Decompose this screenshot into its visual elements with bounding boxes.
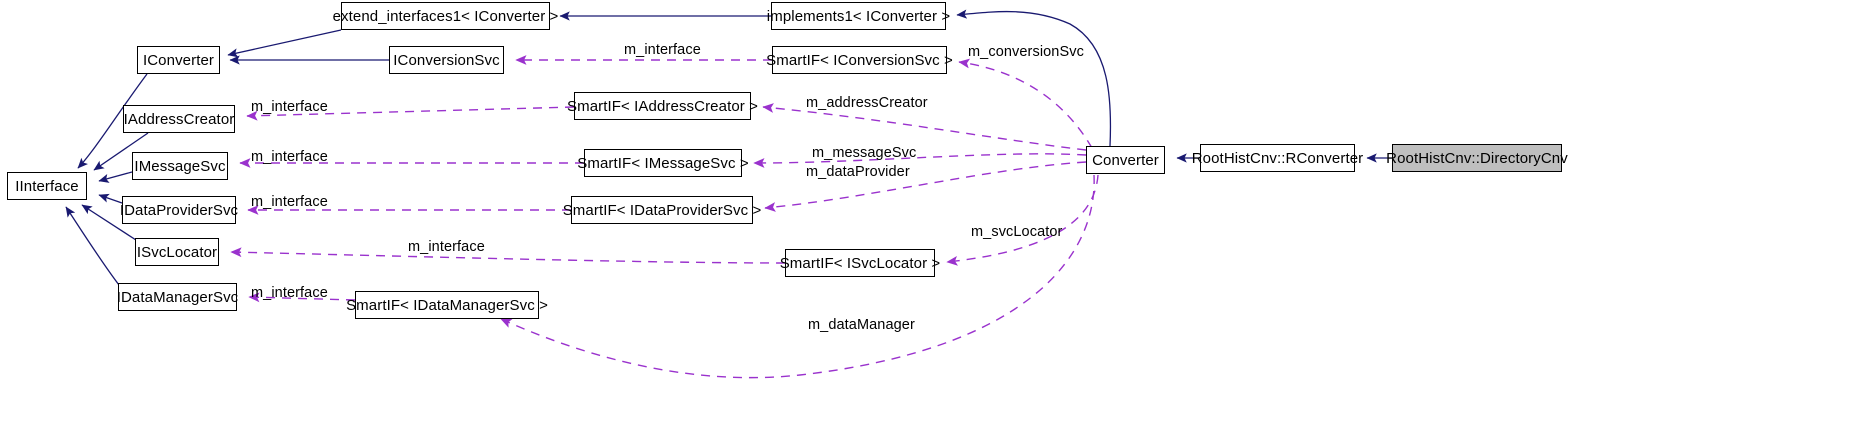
edge-converter-to-smartif-iconversionsvc <box>958 58 1093 149</box>
node-smartif-imessagesvc[interactable]: SmartIF< IMessageSvc > <box>577 149 749 177</box>
edge-label-m-addresscreator: m_addressCreator <box>806 95 928 111</box>
edge-label-m-conversionsvc: m_conversionSvc <box>968 44 1084 60</box>
node-isvclocator[interactable]: ISvcLocator <box>135 238 219 266</box>
edge-label-m-interface-idatamanagersvc: m_interface <box>251 285 328 301</box>
node-roothistcnv-rconverter[interactable]: RootHistCnv::RConverter <box>1192 144 1363 172</box>
node-smartif-isvclocator[interactable]: SmartIF< ISvcLocator > <box>780 249 940 277</box>
edge-converter-to-implements1 <box>956 9 1112 147</box>
edge-idataprovidersvc-to-iinterface <box>98 193 123 204</box>
edge-label-m-interface-imessagesvc: m_interface <box>251 149 328 165</box>
node-smartif-idataprovidersvc[interactable]: SmartIF< IDataProviderSvc > <box>563 196 761 224</box>
node-iconverter[interactable]: IConverter <box>137 46 220 74</box>
node-smartif-iconversionsvc[interactable]: SmartIF< IConversionSvc > <box>766 46 953 74</box>
node-idataprovidersvc[interactable]: IDataProviderSvc <box>120 196 238 224</box>
edge-extend-interfaces1-to-iconverter <box>227 29 342 58</box>
edge-label-m-interface-iaddresscreator: m_interface <box>251 99 328 115</box>
edge-converter-to-smartif-iaddresscreator <box>762 103 1087 151</box>
edge-label-m-svclocator: m_svcLocator <box>971 224 1063 240</box>
edge-label-m-interface-isvclocator: m_interface <box>408 239 485 255</box>
edge-idatamanagersvc-to-iinterface <box>65 206 120 286</box>
node-converter[interactable]: Converter <box>1086 146 1165 174</box>
edge-converter-to-smartif-isvclocator <box>946 174 1099 266</box>
edge-label-m-interface-iconversionsvc: m_interface <box>624 42 701 58</box>
edge-label-m-dataprovider: m_dataProvider <box>806 164 910 180</box>
edge-converter-to-smartif-imessagesvc <box>753 153 1087 168</box>
node-iaddresscreator[interactable]: IAddressCreator <box>123 105 235 133</box>
node-extend-interfaces1-iconverter[interactable]: extend_interfaces1< IConverter > <box>333 2 558 30</box>
edge-label-m-messagesvc: m_messageSvc <box>812 145 917 161</box>
node-smartif-idatamanagersvc[interactable]: SmartIF< IDataManagerSvc > <box>346 291 548 319</box>
node-roothistcnv-directorycnv[interactable]: RootHistCnv::DirectoryCnv <box>1386 144 1568 172</box>
node-implements1-iconverter[interactable]: implements1< IConverter > <box>767 2 950 30</box>
node-idatamanagersvc[interactable]: IDataManagerSvc <box>117 283 238 311</box>
edge-smartif-isvclocator-to-isvclocator <box>230 247 786 264</box>
node-imessagesvc[interactable]: IMessageSvc <box>132 152 228 180</box>
node-smartif-iaddresscreator[interactable]: SmartIF< IAddressCreator > <box>567 92 758 120</box>
node-iconversionsvc[interactable]: IConversionSvc <box>389 46 504 74</box>
edge-label-m-datamanager: m_dataManager <box>808 317 915 333</box>
edge-imessagesvc-to-iinterface <box>98 171 133 183</box>
node-iinterface[interactable]: IInterface <box>7 172 87 200</box>
edge-label-m-interface-idataprovidersvc: m_interface <box>251 194 328 210</box>
